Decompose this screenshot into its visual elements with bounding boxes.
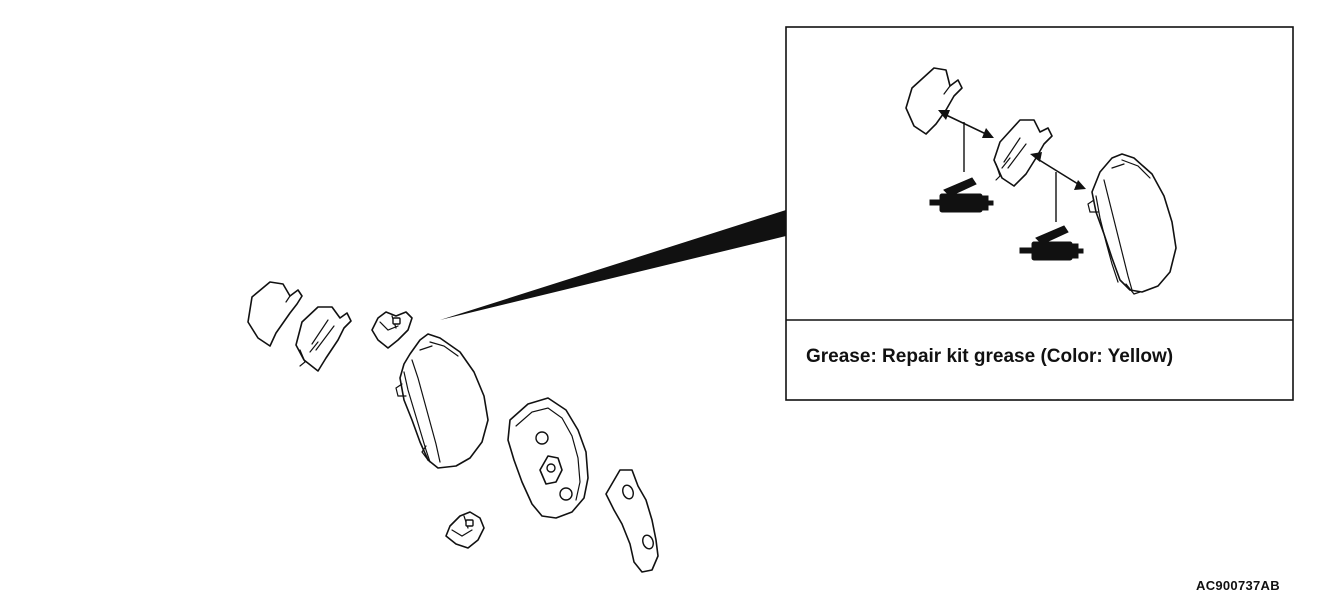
figure-id-label: AC900737AB xyxy=(1196,578,1280,593)
inner-shim xyxy=(295,306,352,372)
brake-pad-main xyxy=(395,333,489,469)
outer-shim xyxy=(247,281,303,347)
detail-arrows xyxy=(938,110,1086,222)
detail-outer-shim xyxy=(905,67,963,135)
detail-brake-pad xyxy=(1087,153,1177,295)
pad-clip-lower xyxy=(445,511,485,549)
detail-inner-shim xyxy=(993,119,1053,187)
grease-note: Grease: Repair kit grease (Color: Yellow… xyxy=(806,346,1174,367)
detail-box xyxy=(785,26,1294,401)
backing-plate xyxy=(507,397,589,519)
grease-gun-icon xyxy=(1019,225,1084,261)
pad-clip-upper xyxy=(371,311,413,349)
pad-spring xyxy=(605,469,659,573)
grease-gun-icon xyxy=(929,177,994,213)
callout-pointer xyxy=(440,210,786,320)
